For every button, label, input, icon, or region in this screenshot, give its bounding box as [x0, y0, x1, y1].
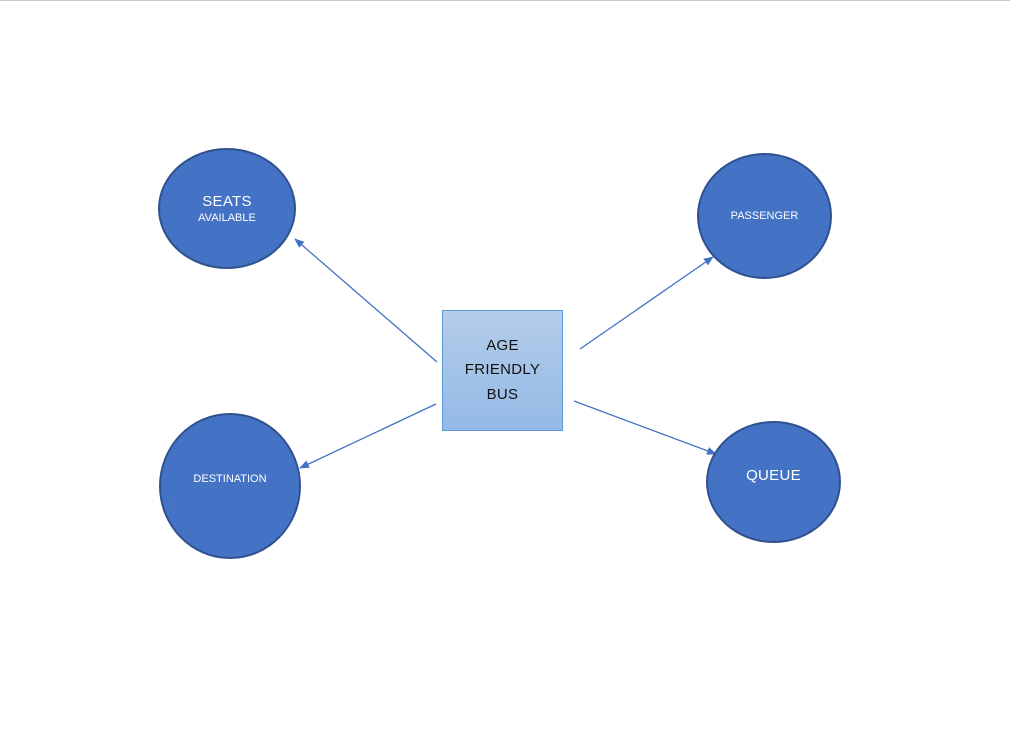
queue-node[interactable]: QUEUE	[706, 421, 841, 543]
center-label-line-3: BUS	[486, 385, 519, 403]
passenger-label: PASSENGER	[730, 210, 799, 222]
text-cursor	[173, 495, 174, 516]
destination-label: DESTINATION	[193, 473, 267, 485]
arrow-to-destination	[299, 403, 437, 469]
seats-available-node[interactable]: SEATS AVAILABLE	[158, 148, 296, 269]
arrow-to-queue	[573, 400, 717, 455]
arrow-to-passenger	[579, 256, 714, 350]
page-top-border	[0, 0, 1010, 1]
destination-node[interactable]: DESTINATION	[159, 413, 301, 559]
center-label-line-1: AGE	[486, 336, 519, 354]
arrow-to-seats	[294, 238, 438, 363]
available-label: AVAILABLE	[198, 211, 256, 224]
passenger-node[interactable]: PASSENGER	[697, 153, 832, 279]
seats-label: SEATS	[202, 192, 252, 210]
age-friendly-bus-box[interactable]: AGE FRIENDLY BUS	[442, 310, 563, 431]
center-label-line-2: FRIENDLY	[464, 361, 541, 379]
queue-label: QUEUE	[746, 467, 801, 484]
